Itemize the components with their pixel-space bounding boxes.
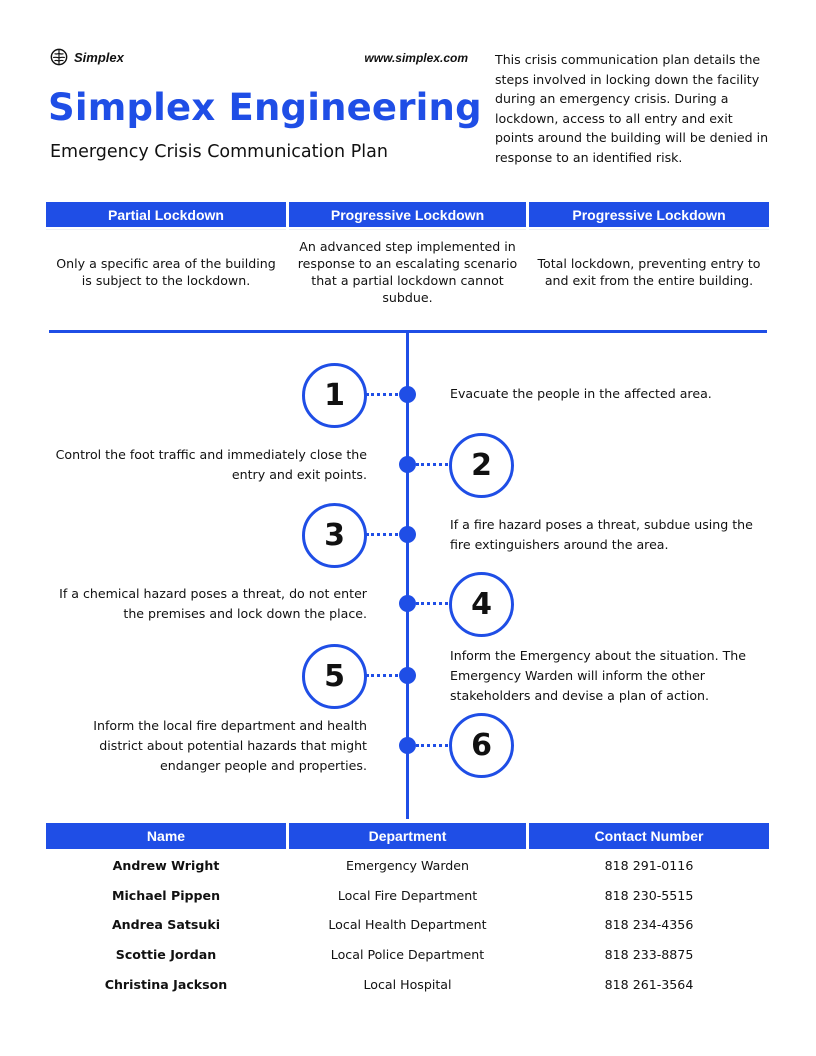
step-6-dot [399, 737, 416, 754]
step-5-dot [399, 667, 416, 684]
contact-name: Andrea Satsuki [111, 917, 221, 932]
lockdown-description-total: Total lockdown, preventing entry to and … [529, 229, 769, 314]
lockdown-description-partial: Only a specific area of the building is … [46, 229, 286, 314]
contacts-header-phone: Contact Number [529, 823, 769, 849]
contact-phone[interactable]: 818 230-5515 [604, 888, 694, 903]
contact-name: Michael Pippen [111, 888, 221, 903]
contact-department: Emergency Warden [345, 858, 470, 873]
step-2-circle: 2 [449, 433, 514, 498]
lockdown-header-total: Progressive Lockdown [529, 202, 769, 227]
step-4-text: If a chemical hazard poses a threat, do … [59, 586, 367, 621]
contact-phone[interactable]: 818 261-3564 [604, 977, 694, 992]
lockdown-description-progressive: An advanced step implemented in response… [289, 229, 526, 314]
contact-phone[interactable]: 818 234-4356 [604, 917, 694, 932]
page-title: Simplex Engineering [48, 86, 482, 129]
step-4-dot [399, 595, 416, 612]
step-3-text: If a fire hazard poses a threat, subdue … [450, 517, 753, 552]
contact-phone[interactable]: 818 233-8875 [604, 947, 694, 962]
step-4-connector [416, 602, 448, 605]
contact-phone[interactable]: 818 291-0116 [604, 858, 694, 873]
step-2-text: Control the foot traffic and immediately… [55, 447, 367, 482]
step-3-circle: 3 [302, 503, 367, 568]
contact-department: Local Hospital [363, 977, 452, 992]
step-6-text: Inform the local fire department and hea… [93, 718, 367, 773]
step-3-dot [399, 526, 416, 543]
lockdown-description-text: Only a specific area of the building is … [56, 255, 276, 288]
contact-name: Scottie Jordan [115, 947, 217, 962]
intro-paragraph: This crisis communication plan details t… [495, 52, 769, 165]
lockdown-header-progressive: Progressive Lockdown [289, 202, 526, 227]
contact-department: Local Fire Department [337, 888, 478, 903]
step-2-dot [399, 456, 416, 473]
contact-department: Local Health Department [328, 917, 487, 932]
step-1-dot [399, 386, 416, 403]
contacts-header-department: Department [289, 823, 526, 849]
timeline-axis [406, 331, 409, 819]
brand: Simplex [50, 48, 124, 66]
lockdown-description-text: Total lockdown, preventing entry to and … [537, 255, 761, 288]
step-1-circle: 1 [302, 363, 367, 428]
step-6-connector [416, 744, 448, 747]
page-subtitle: Emergency Crisis Communication Plan [50, 142, 388, 162]
contact-name: Christina Jackson [104, 977, 228, 992]
step-5-circle: 5 [302, 644, 367, 709]
step-5-connector [366, 674, 398, 677]
contact-name: Andrew Wright [112, 858, 220, 873]
step-1-connector [366, 393, 398, 396]
contacts-header-name: Name [46, 823, 286, 849]
brain-icon [50, 48, 68, 66]
contact-department: Local Police Department [330, 947, 485, 962]
step-5-text: Inform the Emergency about the situation… [450, 648, 747, 703]
step-1-text: Evacuate the people in the affected area… [450, 386, 712, 401]
step-6-circle: 6 [449, 713, 514, 778]
step-2-connector [416, 463, 448, 466]
website-link[interactable]: www.simplex.com [364, 51, 468, 65]
brand-name: Simplex [74, 49, 124, 65]
lockdown-header-partial: Partial Lockdown [46, 202, 286, 227]
step-4-circle: 4 [449, 572, 514, 637]
step-3-connector [366, 533, 398, 536]
lockdown-description-text: An advanced step implemented in response… [297, 238, 518, 305]
